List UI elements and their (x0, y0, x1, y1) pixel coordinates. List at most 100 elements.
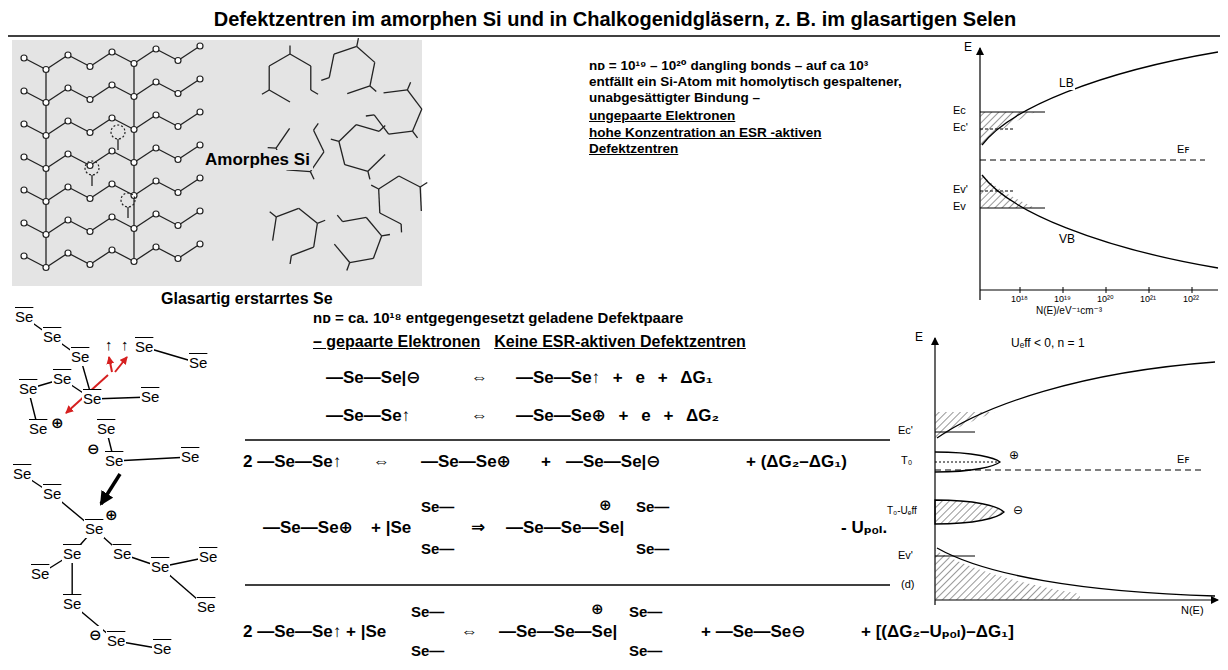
si-atom (175, 256, 181, 262)
si-atom (43, 199, 49, 205)
si-bond (134, 148, 156, 163)
si-atom (109, 247, 115, 253)
tick-label: 10¹⁹ (1053, 294, 1072, 305)
si-bond (112, 52, 134, 64)
si-atom (197, 109, 203, 115)
si-atom (109, 115, 115, 121)
se-atom: Se (152, 640, 172, 658)
si-atom (21, 220, 27, 226)
si-bond (45, 202, 46, 235)
si-bond (317, 220, 325, 223)
si-bond (334, 46, 357, 54)
note-text: – gepaarte Elektronen (312, 332, 481, 351)
si-bond (134, 181, 156, 196)
si-atom (153, 79, 159, 85)
se-atom: Se (140, 388, 160, 406)
si-bond (412, 131, 417, 138)
si-bond (68, 88, 90, 100)
equation: Se— (410, 642, 445, 660)
illustration-panel: Amorphes Si (12, 40, 422, 286)
si-atom (43, 265, 49, 271)
si-bond (24, 223, 46, 235)
level-line (980, 208, 1045, 209)
si-bond (112, 184, 134, 196)
equation: Se— (635, 498, 670, 516)
se-atom: Se (134, 338, 154, 356)
si-bond (45, 103, 46, 136)
si-atom (87, 163, 93, 169)
equation: —Se—Se|⊖ (325, 368, 422, 388)
si-bond (112, 250, 134, 262)
si-bond (90, 52, 112, 67)
si-bond (90, 217, 112, 232)
energy-label: T₀ (900, 454, 913, 467)
se-atom: Se (52, 370, 72, 388)
si-atom (87, 196, 93, 202)
equation: —Se—Se⊕ (262, 518, 354, 538)
si-atom (131, 61, 137, 67)
si-bond (412, 109, 421, 131)
si-bond (356, 125, 379, 132)
tick-label: 10²² (1182, 294, 1200, 305)
si-bond (311, 90, 318, 94)
se-atom: Se (14, 308, 34, 326)
si-bond (178, 112, 200, 127)
se-atom: ⊖ (86, 440, 101, 458)
tick (1106, 287, 1107, 293)
si-bond (46, 121, 68, 136)
note-text: hohe Konzentration an ESR -aktiven Defek… (588, 125, 908, 157)
si-atom (43, 67, 49, 73)
si-atom (21, 121, 27, 127)
si-bond (400, 224, 402, 232)
si-bond (24, 58, 46, 70)
se-atom: Se (82, 390, 102, 408)
si-bond (68, 220, 90, 232)
se-atom: Se (12, 465, 32, 483)
si-atom (197, 175, 203, 181)
charge-sign: ⊕ (1008, 448, 1020, 462)
si-bond (45, 70, 46, 103)
si-bond (68, 253, 90, 265)
si-bond (68, 55, 90, 67)
level-line (980, 112, 1045, 113)
dangling-bond (111, 125, 125, 139)
si-atom (131, 226, 137, 232)
si-atom (43, 100, 49, 106)
se-atom: ↑ (120, 336, 130, 354)
si-atom (43, 232, 49, 238)
si-atom (65, 151, 71, 157)
axis-label: N(E) (1180, 604, 1205, 617)
si-atom (65, 184, 71, 190)
equation: —Se—Se⊕ + e + ΔG₂ (515, 406, 720, 426)
si-bond (379, 176, 399, 189)
se-atom: Se (198, 548, 218, 566)
si-atom (153, 112, 159, 118)
si-bond (90, 151, 112, 166)
tail-hatch (980, 175, 1035, 208)
note-text: ungepaarte Elektronen (588, 108, 908, 124)
si-bond (366, 115, 374, 116)
si-bond (310, 66, 311, 90)
si-bond (374, 115, 388, 134)
si-atom (109, 148, 115, 154)
si-bond (112, 118, 134, 130)
si-bond (133, 229, 134, 262)
si-bond (373, 236, 381, 259)
dos-graph-bottom (935, 338, 1218, 605)
dangling-bond (121, 193, 135, 207)
si-atom (43, 166, 49, 172)
si-bond (420, 182, 427, 187)
si-atom (87, 229, 93, 235)
si-bond (299, 208, 318, 223)
dos-curve (982, 175, 1218, 268)
si-bond (46, 154, 68, 169)
band-label: LB (1058, 76, 1075, 90)
se-atom: Se (150, 558, 170, 576)
si-bond (156, 115, 178, 127)
level-line (980, 191, 1015, 192)
si-bond (134, 49, 156, 64)
equation: —Se—Se—Se| (505, 518, 625, 538)
si-atom (153, 46, 159, 52)
si-bond (24, 157, 46, 169)
equation: 2 —Se—Se↑ + |Se (242, 622, 387, 642)
